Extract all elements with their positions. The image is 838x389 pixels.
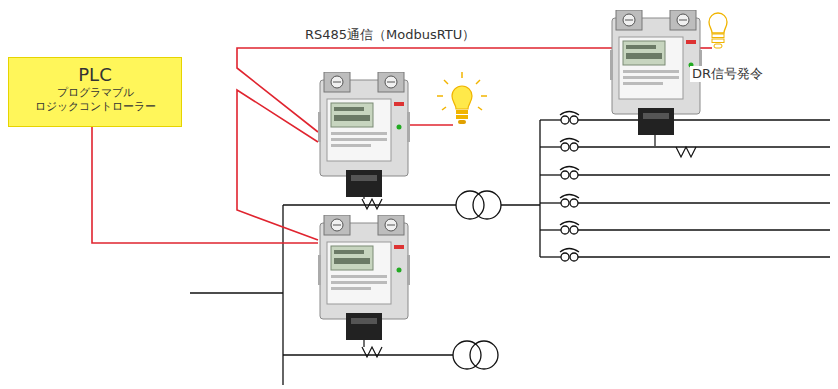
lit-bulb (456, 110, 468, 114)
breaker-symbol (570, 253, 578, 261)
signal-label: DR信号発令 (690, 66, 765, 82)
breaker-symbol (578, 119, 830, 120)
breaker-symbol (570, 116, 578, 124)
lit-bulb (478, 107, 482, 110)
controller-box: PLCプログラマブル ロジックコントローラー (8, 57, 182, 127)
rs485-wire (700, 47, 712, 49)
breaker-symbol (578, 174, 830, 175)
lit-bulb (442, 107, 446, 110)
breaker-symbol (540, 195, 830, 208)
lit-bulb (461, 72, 463, 78)
rs485-wire (92, 127, 318, 243)
breaker-symbol (578, 229, 830, 230)
breaker-symbol (561, 226, 569, 234)
sensor-symbol (362, 347, 382, 357)
lit-bulb (444, 80, 448, 84)
breaker-symbol (540, 202, 561, 203)
power-line (190, 292, 283, 293)
node-subtitle: プログラマブル ロジックコントローラー (20, 86, 170, 116)
meter-device (610, 10, 702, 135)
breaker-symbol (560, 222, 579, 226)
lit-bulb (456, 115, 468, 119)
unlit-bulb (709, 13, 727, 48)
lit-bulb (437, 72, 487, 110)
rs485-wire (237, 48, 612, 132)
breaker-symbol (540, 249, 830, 262)
transformer-symbol (453, 191, 501, 369)
breaker-symbol (540, 112, 830, 262)
breaker-symbol (578, 146, 830, 147)
breaker-symbol (570, 143, 578, 151)
power-line (501, 204, 540, 205)
lit-bulb (437, 95, 443, 97)
breaker-symbol (560, 139, 579, 143)
breaker-symbol (540, 229, 561, 230)
breaker-symbol (561, 143, 569, 151)
transformer-symbol (470, 341, 498, 369)
breaker-symbol (540, 256, 561, 257)
transformer-symbol (456, 191, 484, 219)
unlit-bulb (714, 44, 722, 48)
sensor-symbol (676, 147, 696, 157)
meter-device (318, 72, 410, 197)
sensor-symbol (654, 135, 655, 146)
rs485-wire (410, 124, 453, 126)
sensor-symbol (362, 135, 696, 357)
breaker-symbol (540, 222, 830, 235)
transformer-symbol (453, 341, 481, 369)
node-title: PLC (19, 64, 171, 86)
breaker-symbol (560, 167, 579, 171)
lit-bulb (458, 120, 466, 124)
breaker-symbol (561, 171, 569, 179)
breaker-symbol (540, 174, 561, 175)
breaker-symbol (561, 199, 569, 207)
breaker-symbol (560, 112, 579, 116)
breaker-symbol (560, 249, 579, 253)
unlit-bulb (712, 39, 724, 43)
breaker-symbol (578, 256, 830, 257)
lit-bulb (452, 86, 472, 109)
lit-bulb (476, 80, 480, 84)
breaker-symbol (540, 167, 830, 180)
meter-device (318, 215, 410, 340)
unlit-bulb (709, 13, 727, 33)
rs485-wire (237, 90, 318, 240)
sensor-symbol (363, 340, 364, 347)
sensor-symbol (362, 199, 382, 209)
breaker-symbol (561, 116, 569, 124)
breaker-symbol (578, 202, 830, 203)
breaker-symbol (540, 119, 561, 120)
breaker-symbol (560, 195, 579, 199)
breaker-symbol (570, 226, 578, 234)
breaker-symbol (570, 171, 578, 179)
transformer-symbol (473, 191, 501, 219)
lit-bulb (437, 72, 487, 124)
breaker-symbol (561, 253, 569, 261)
power-line (539, 120, 540, 257)
breaker-symbol (570, 199, 578, 207)
lit-bulb (481, 95, 487, 97)
power-line (282, 205, 283, 385)
breaker-symbol (540, 146, 561, 147)
bus-label: RS485通信（ModbusRTU） (303, 27, 477, 43)
unlit-bulb (712, 34, 724, 38)
